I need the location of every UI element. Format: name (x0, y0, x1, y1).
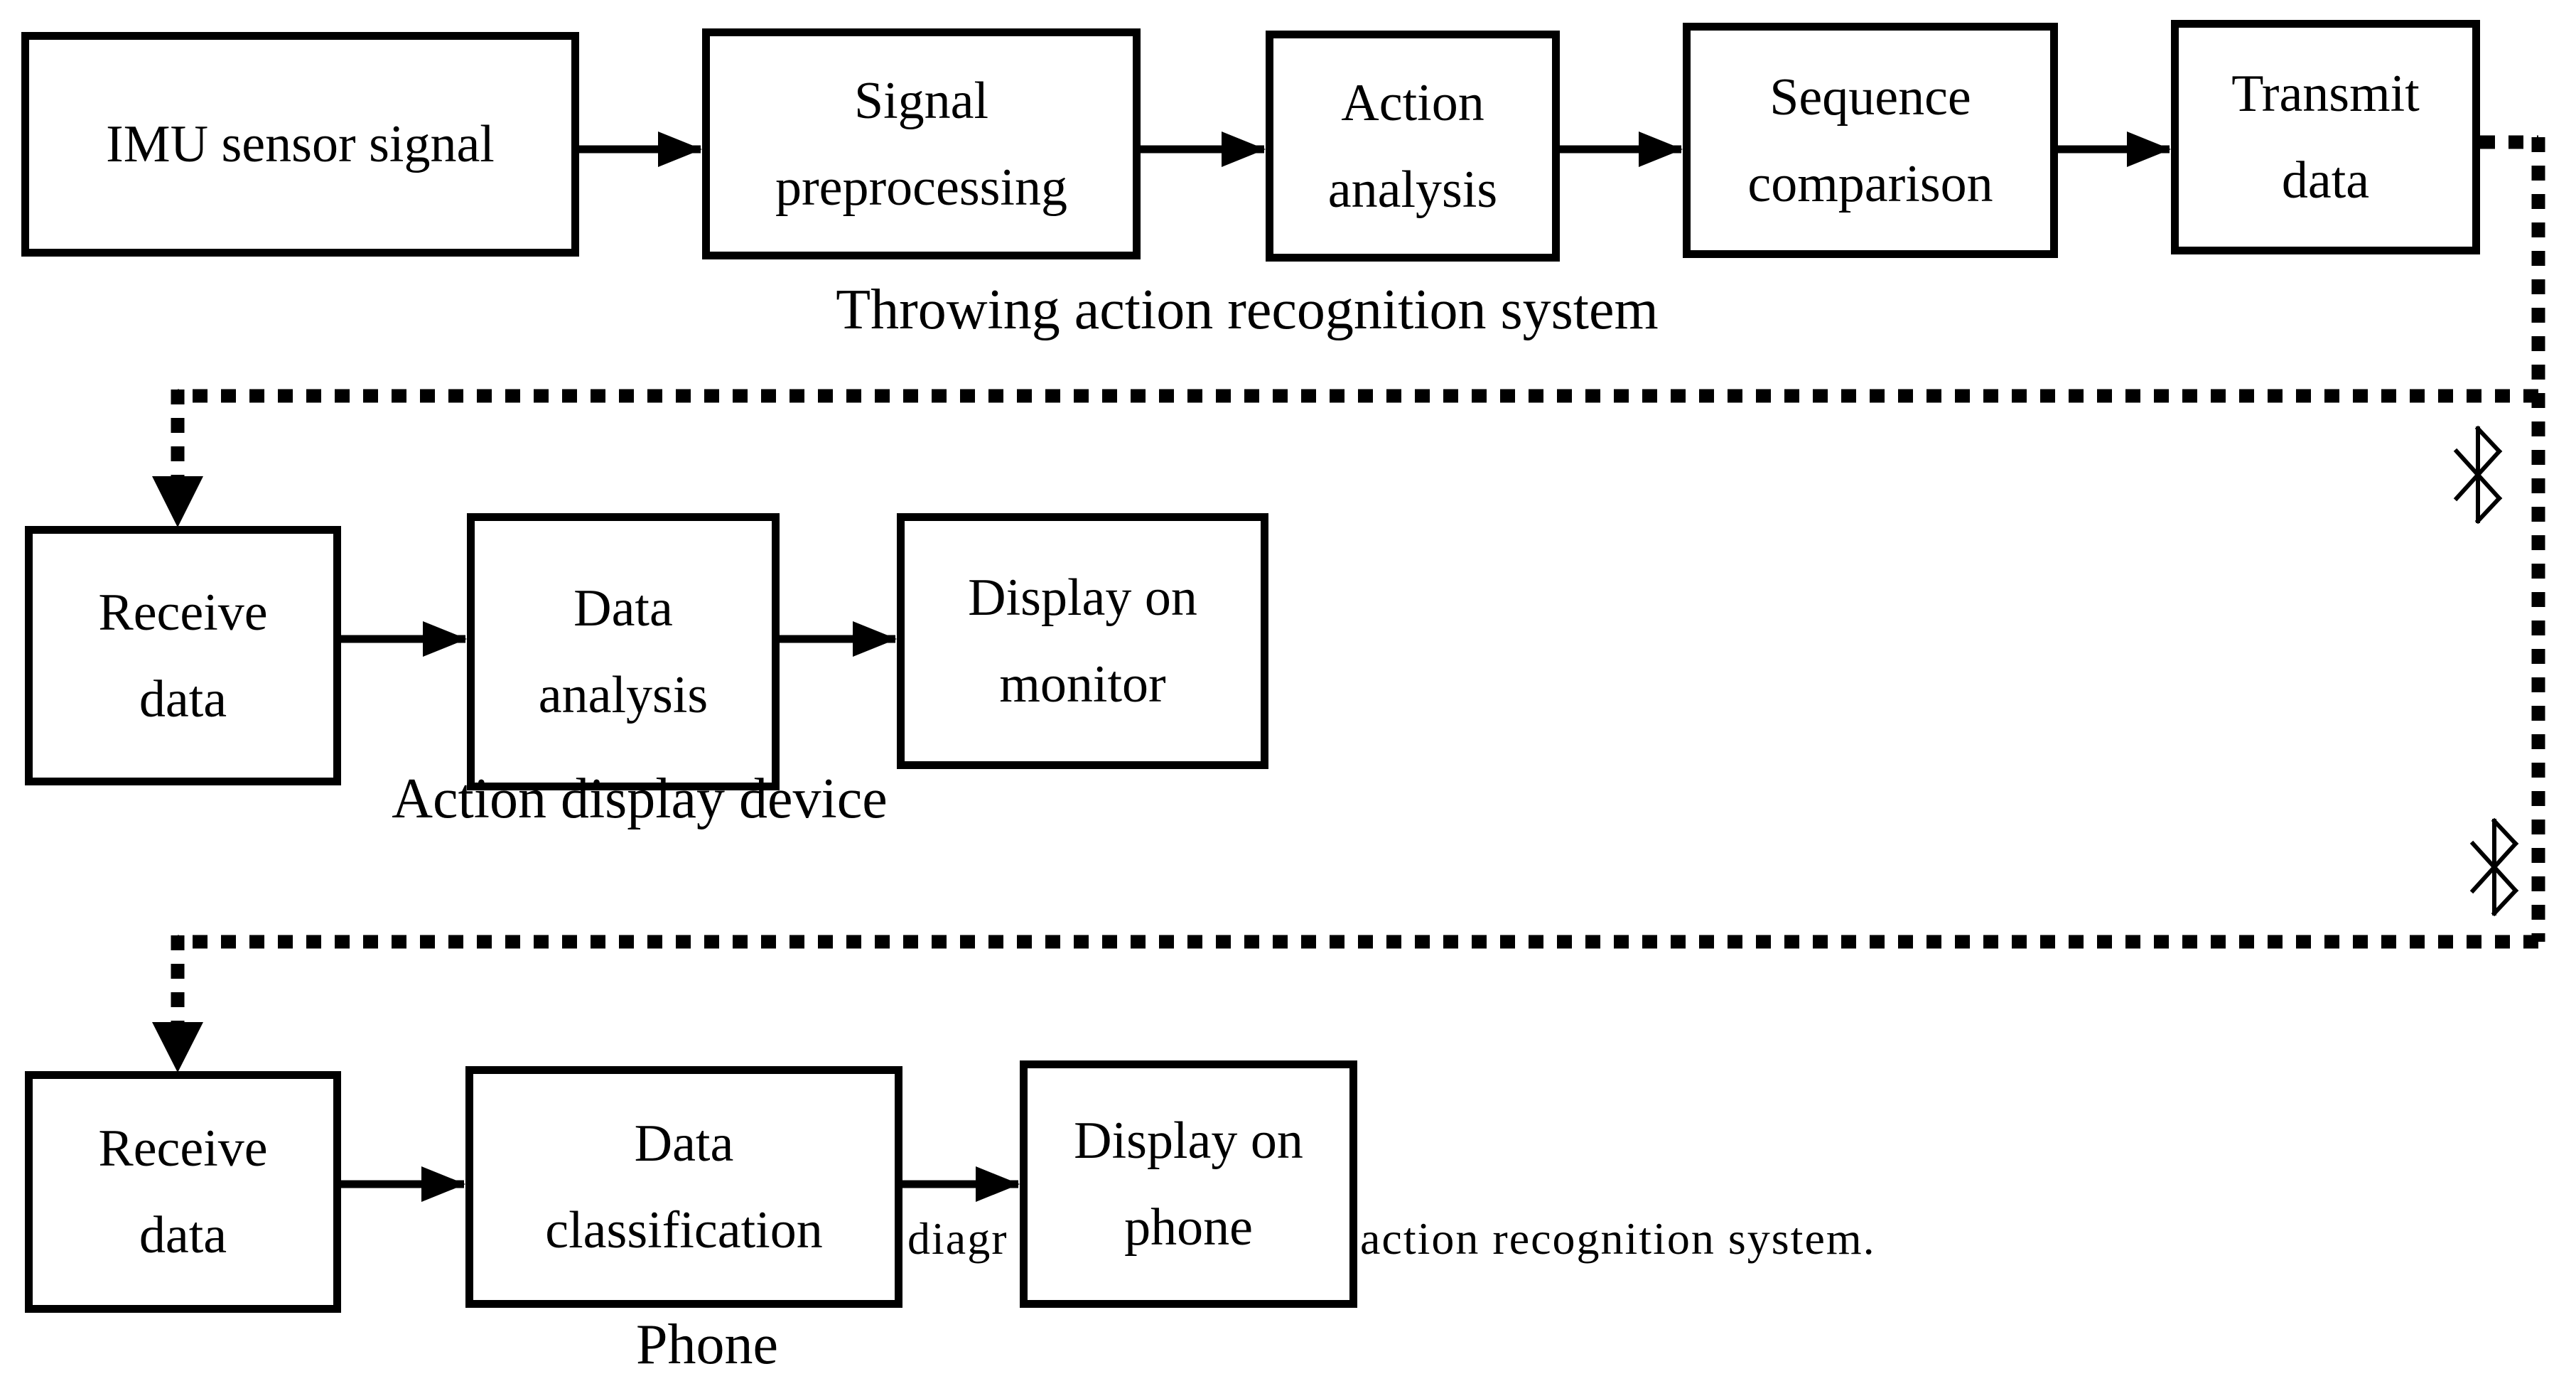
box-receive-data-monitor: Receive data (25, 526, 341, 785)
caption-fragment: diagr (907, 1213, 1008, 1264)
box-label: analysis (538, 666, 708, 724)
box-label: Data (573, 579, 673, 638)
box-label: Signal (853, 71, 989, 130)
box-data-analysis: Data analysis (467, 513, 780, 790)
box-label: analysis (1327, 160, 1498, 219)
box-signal-preprocessing: Signal preprocessing (702, 28, 1141, 259)
box-label: data (139, 1206, 227, 1264)
label-throwing-system: Throwing action recognition system (836, 279, 1659, 341)
box-imu-sensor-signal: IMU sensor signal (21, 32, 579, 257)
box-display-on-monitor: Display on monitor (897, 513, 1268, 769)
bluetooth-icon (2469, 817, 2519, 917)
caption-fragment: action recognition system. (1360, 1213, 1876, 1264)
box-label: classification (545, 1201, 823, 1259)
box-label: Receive (98, 583, 268, 642)
box-label: Transmit (2231, 65, 2420, 123)
box-label: Data (634, 1114, 734, 1173)
label-phone: Phone (636, 1314, 778, 1376)
dashed-arrowhead-phone (152, 1022, 203, 1073)
box-label: Sequence (1769, 68, 1971, 127)
box-receive-data-phone: Receive data (25, 1071, 341, 1313)
box-label: Receive (98, 1119, 268, 1178)
box-label: data (2281, 151, 2370, 210)
box-transmit-data: Transmit data (2171, 20, 2480, 254)
box-action-analysis: Action analysis (1266, 31, 1560, 262)
dashed-arrowhead-monitor (152, 476, 203, 527)
box-label: data (139, 670, 227, 729)
label-action-display-device: Action display device (392, 768, 888, 830)
box-label: phone (1124, 1198, 1253, 1257)
box-label: Action (1341, 73, 1484, 132)
box-label: monitor (999, 655, 1166, 714)
box-sequence-comparison: Sequence comparison (1683, 23, 2058, 258)
box-display-on-phone: Display on phone (1020, 1060, 1357, 1308)
box-data-classification: Data classification (465, 1066, 902, 1308)
box-label: preprocessing (775, 158, 1067, 217)
bluetooth-icon (2453, 425, 2503, 525)
box-label: IMU sensor signal (106, 115, 495, 173)
box-label: comparison (1747, 154, 1993, 213)
box-label: Display on (1074, 1112, 1303, 1170)
box-label: Display on (968, 569, 1197, 627)
